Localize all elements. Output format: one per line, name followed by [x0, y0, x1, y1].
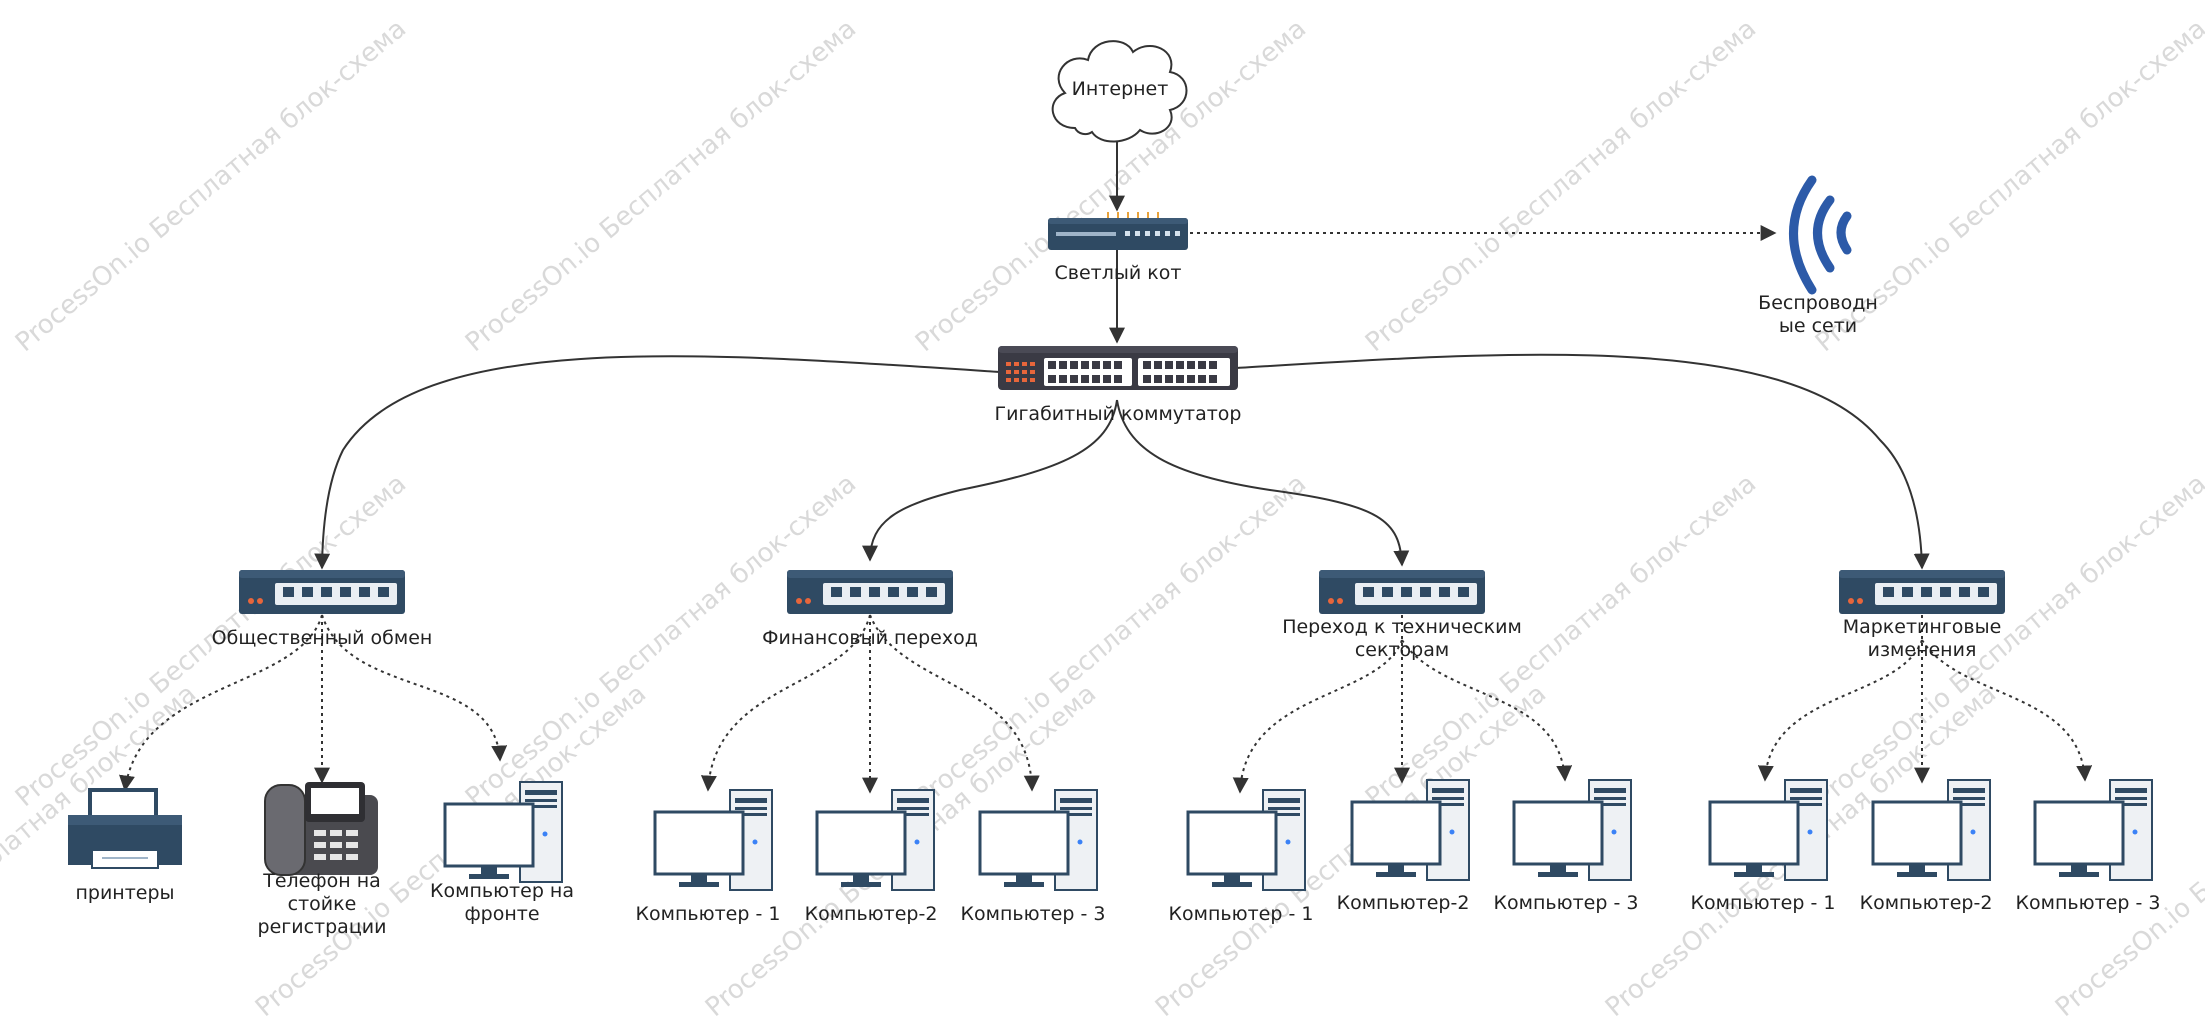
computer-tech-2-icon [1350, 778, 1471, 882]
computer-tech-3-icon [1512, 778, 1633, 882]
device-label: Компьютер-2 [1859, 892, 1993, 914]
switch-marketing-icon [1839, 570, 2005, 614]
switch-finance-label: Финансовый переход [762, 627, 978, 649]
dotted-connections [119, 225, 2093, 794]
computer-tech-1-icon [1186, 788, 1307, 892]
switch-marketing-label: Маркетинговые изменения [1842, 616, 2002, 661]
printer-icon [68, 788, 182, 869]
computer-finance-1-icon [653, 788, 774, 892]
device-label: Компьютер - 3 [1493, 892, 1639, 914]
core-switch-icon [998, 346, 1238, 390]
computer-front-icon [443, 780, 564, 884]
device-label: Компьютер на фронте [430, 880, 574, 925]
cloud-icon [1051, 40, 1188, 143]
device-label: принтеры [75, 882, 175, 904]
wireless-label: Беспроводн ые сети [1758, 292, 1878, 337]
device-label: Компьютер - 1 [1690, 892, 1836, 914]
device-label: Компьютер-2 [1336, 892, 1470, 914]
computer-marketing-1-icon [1708, 778, 1829, 882]
phone-icon [264, 782, 378, 876]
computer-marketing-2-icon [1871, 778, 1992, 882]
switch-tech-label: Переход к техническим секторам [1282, 616, 1522, 661]
router-icon [1048, 212, 1188, 250]
switch-public-label: Общественный обмен [211, 627, 433, 649]
wifi-icon [1789, 175, 1852, 295]
device-label: Компьютер - 1 [635, 903, 781, 925]
device-label: Компьютер - 1 [1168, 903, 1314, 925]
diagram-canvas: Интернет [68, 40, 2154, 892]
computer-finance-3-icon [978, 788, 1099, 892]
internet-label: Интернет [1072, 78, 1169, 100]
connections [314, 140, 1930, 570]
device-label: Компьютер - 3 [2015, 892, 2161, 914]
device-label: Компьютер - 3 [960, 903, 1106, 925]
router-label: Светлый кот [1054, 262, 1182, 284]
switch-public-icon [239, 570, 405, 614]
switch-tech-icon [1319, 570, 1485, 614]
device-label: Телефон на стойке регистрации [257, 870, 387, 938]
switch-finance-icon [787, 570, 953, 614]
device-label: Компьютер-2 [804, 903, 938, 925]
computer-finance-2-icon [815, 788, 936, 892]
core-switch-label: Гигабитный коммутатор [994, 403, 1242, 425]
computer-marketing-3-icon [2033, 778, 2154, 882]
